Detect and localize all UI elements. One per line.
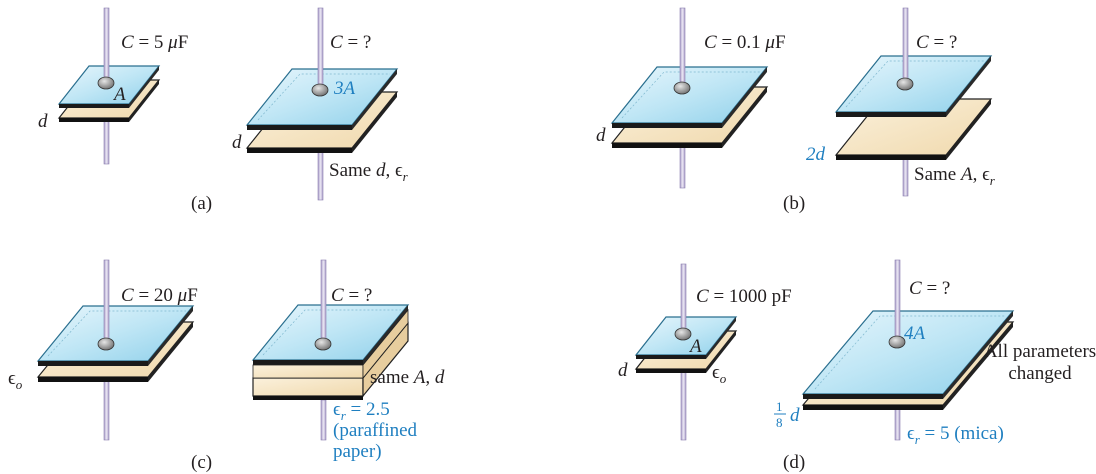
capacitor-c-right bbox=[251, 259, 410, 441]
svg-text:All parameters: All parameters bbox=[984, 341, 1096, 362]
area-label: A bbox=[688, 336, 702, 357]
permittivity-label: ϵo bbox=[8, 368, 23, 392]
panel-b: C = 0.1 μF d C = ? 2d Same A, ϵr (b) bbox=[596, 7, 996, 214]
separation-label: d bbox=[618, 360, 628, 381]
svg-text:C = 1000 pF: C = 1000 pF bbox=[696, 286, 792, 307]
capacitor-d-left bbox=[634, 263, 738, 441]
svg-text:ϵr = 2.5: ϵr = 2.5 bbox=[333, 399, 390, 423]
terminal-knob bbox=[97, 76, 115, 90]
svg-text:C = 20 μF: C = 20 μF bbox=[121, 285, 198, 306]
svg-text:Same d, ϵr: Same d, ϵr bbox=[329, 160, 409, 184]
svg-text:8: 8 bbox=[776, 415, 783, 430]
panel-c: C = 20 μF ϵo C = ? same A, d ϵr = 2.5 (p… bbox=[8, 259, 445, 473]
caption-b: (b) bbox=[783, 193, 805, 214]
capacitor-d-right bbox=[801, 259, 1015, 441]
separation-label: d bbox=[38, 111, 48, 132]
svg-text:(paraffined: (paraffined bbox=[333, 420, 418, 441]
caption-a: (a) bbox=[191, 193, 212, 214]
area-label: A bbox=[112, 84, 126, 105]
caption-d: (d) bbox=[783, 452, 805, 473]
separation-label: d bbox=[232, 132, 242, 153]
svg-text:C = ?: C = ? bbox=[330, 32, 371, 53]
svg-text:d: d bbox=[790, 405, 800, 426]
separation-fraction: 1 8 d bbox=[774, 399, 800, 430]
svg-text:C = ?: C = ? bbox=[909, 278, 950, 299]
upper-lead bbox=[103, 7, 110, 83]
svg-text:C = ?: C = ? bbox=[331, 285, 372, 306]
panel-a: C = 5 μF A d C = ? 3A d Same d, ϵr (a) bbox=[38, 7, 409, 214]
area-label: 3A bbox=[333, 78, 356, 99]
separation-label: d bbox=[596, 125, 606, 146]
permittivity-label: ϵo bbox=[712, 362, 727, 386]
capacitor-b-right bbox=[834, 7, 993, 197]
area-label: 4A bbox=[904, 323, 926, 344]
lower-lead bbox=[103, 119, 110, 165]
svg-text:C = ?: C = ? bbox=[916, 32, 957, 53]
svg-text:C = 0.1 μF: C = 0.1 μF bbox=[704, 32, 786, 53]
svg-text:ϵr = 5 (mica): ϵr = 5 (mica) bbox=[907, 423, 1004, 447]
separation-label: 2d bbox=[806, 144, 826, 165]
svg-text:same A, d: same A, d bbox=[370, 367, 445, 388]
svg-text:changed: changed bbox=[1008, 363, 1072, 384]
capacitor-b-left bbox=[610, 7, 769, 189]
svg-text:paper): paper) bbox=[333, 441, 382, 462]
panel-d: C = 1000 pF A d ϵo C = ? 4A All paramete… bbox=[618, 259, 1096, 473]
capacitor-a-left bbox=[57, 7, 161, 165]
capacitor-c-left bbox=[36, 259, 195, 441]
capacitor-a-right bbox=[245, 7, 399, 201]
svg-text:1: 1 bbox=[776, 399, 783, 414]
svg-text:C = 5 μF: C = 5 μF bbox=[121, 32, 188, 53]
svg-text:Same A, ϵr: Same A, ϵr bbox=[914, 164, 996, 188]
caption-c: (c) bbox=[191, 452, 212, 473]
